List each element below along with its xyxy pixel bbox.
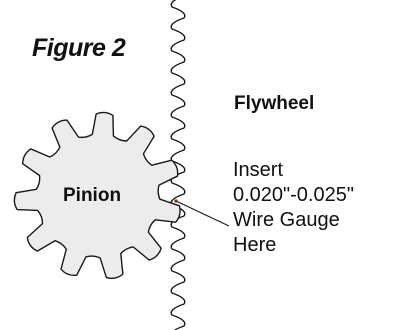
instruction-line: 0.020"-0.025" bbox=[233, 184, 354, 206]
leader-line bbox=[175, 200, 230, 227]
instruction-line: Here bbox=[233, 234, 277, 256]
instruction-line: Wire Gauge bbox=[233, 209, 340, 231]
figure-title: Figure 2 bbox=[32, 34, 126, 62]
contact-point-marker bbox=[174, 199, 178, 203]
flywheel-teeth bbox=[170, 0, 186, 330]
wire-gauge-instructions: Insert 0.020"-0.025" Wire Gauge Here bbox=[233, 158, 354, 258]
pinion-gear bbox=[13, 111, 181, 280]
flywheel-label: Flywheel bbox=[234, 93, 315, 114]
pinion-label: Pinion bbox=[63, 185, 122, 206]
instruction-line: Insert bbox=[233, 159, 284, 181]
